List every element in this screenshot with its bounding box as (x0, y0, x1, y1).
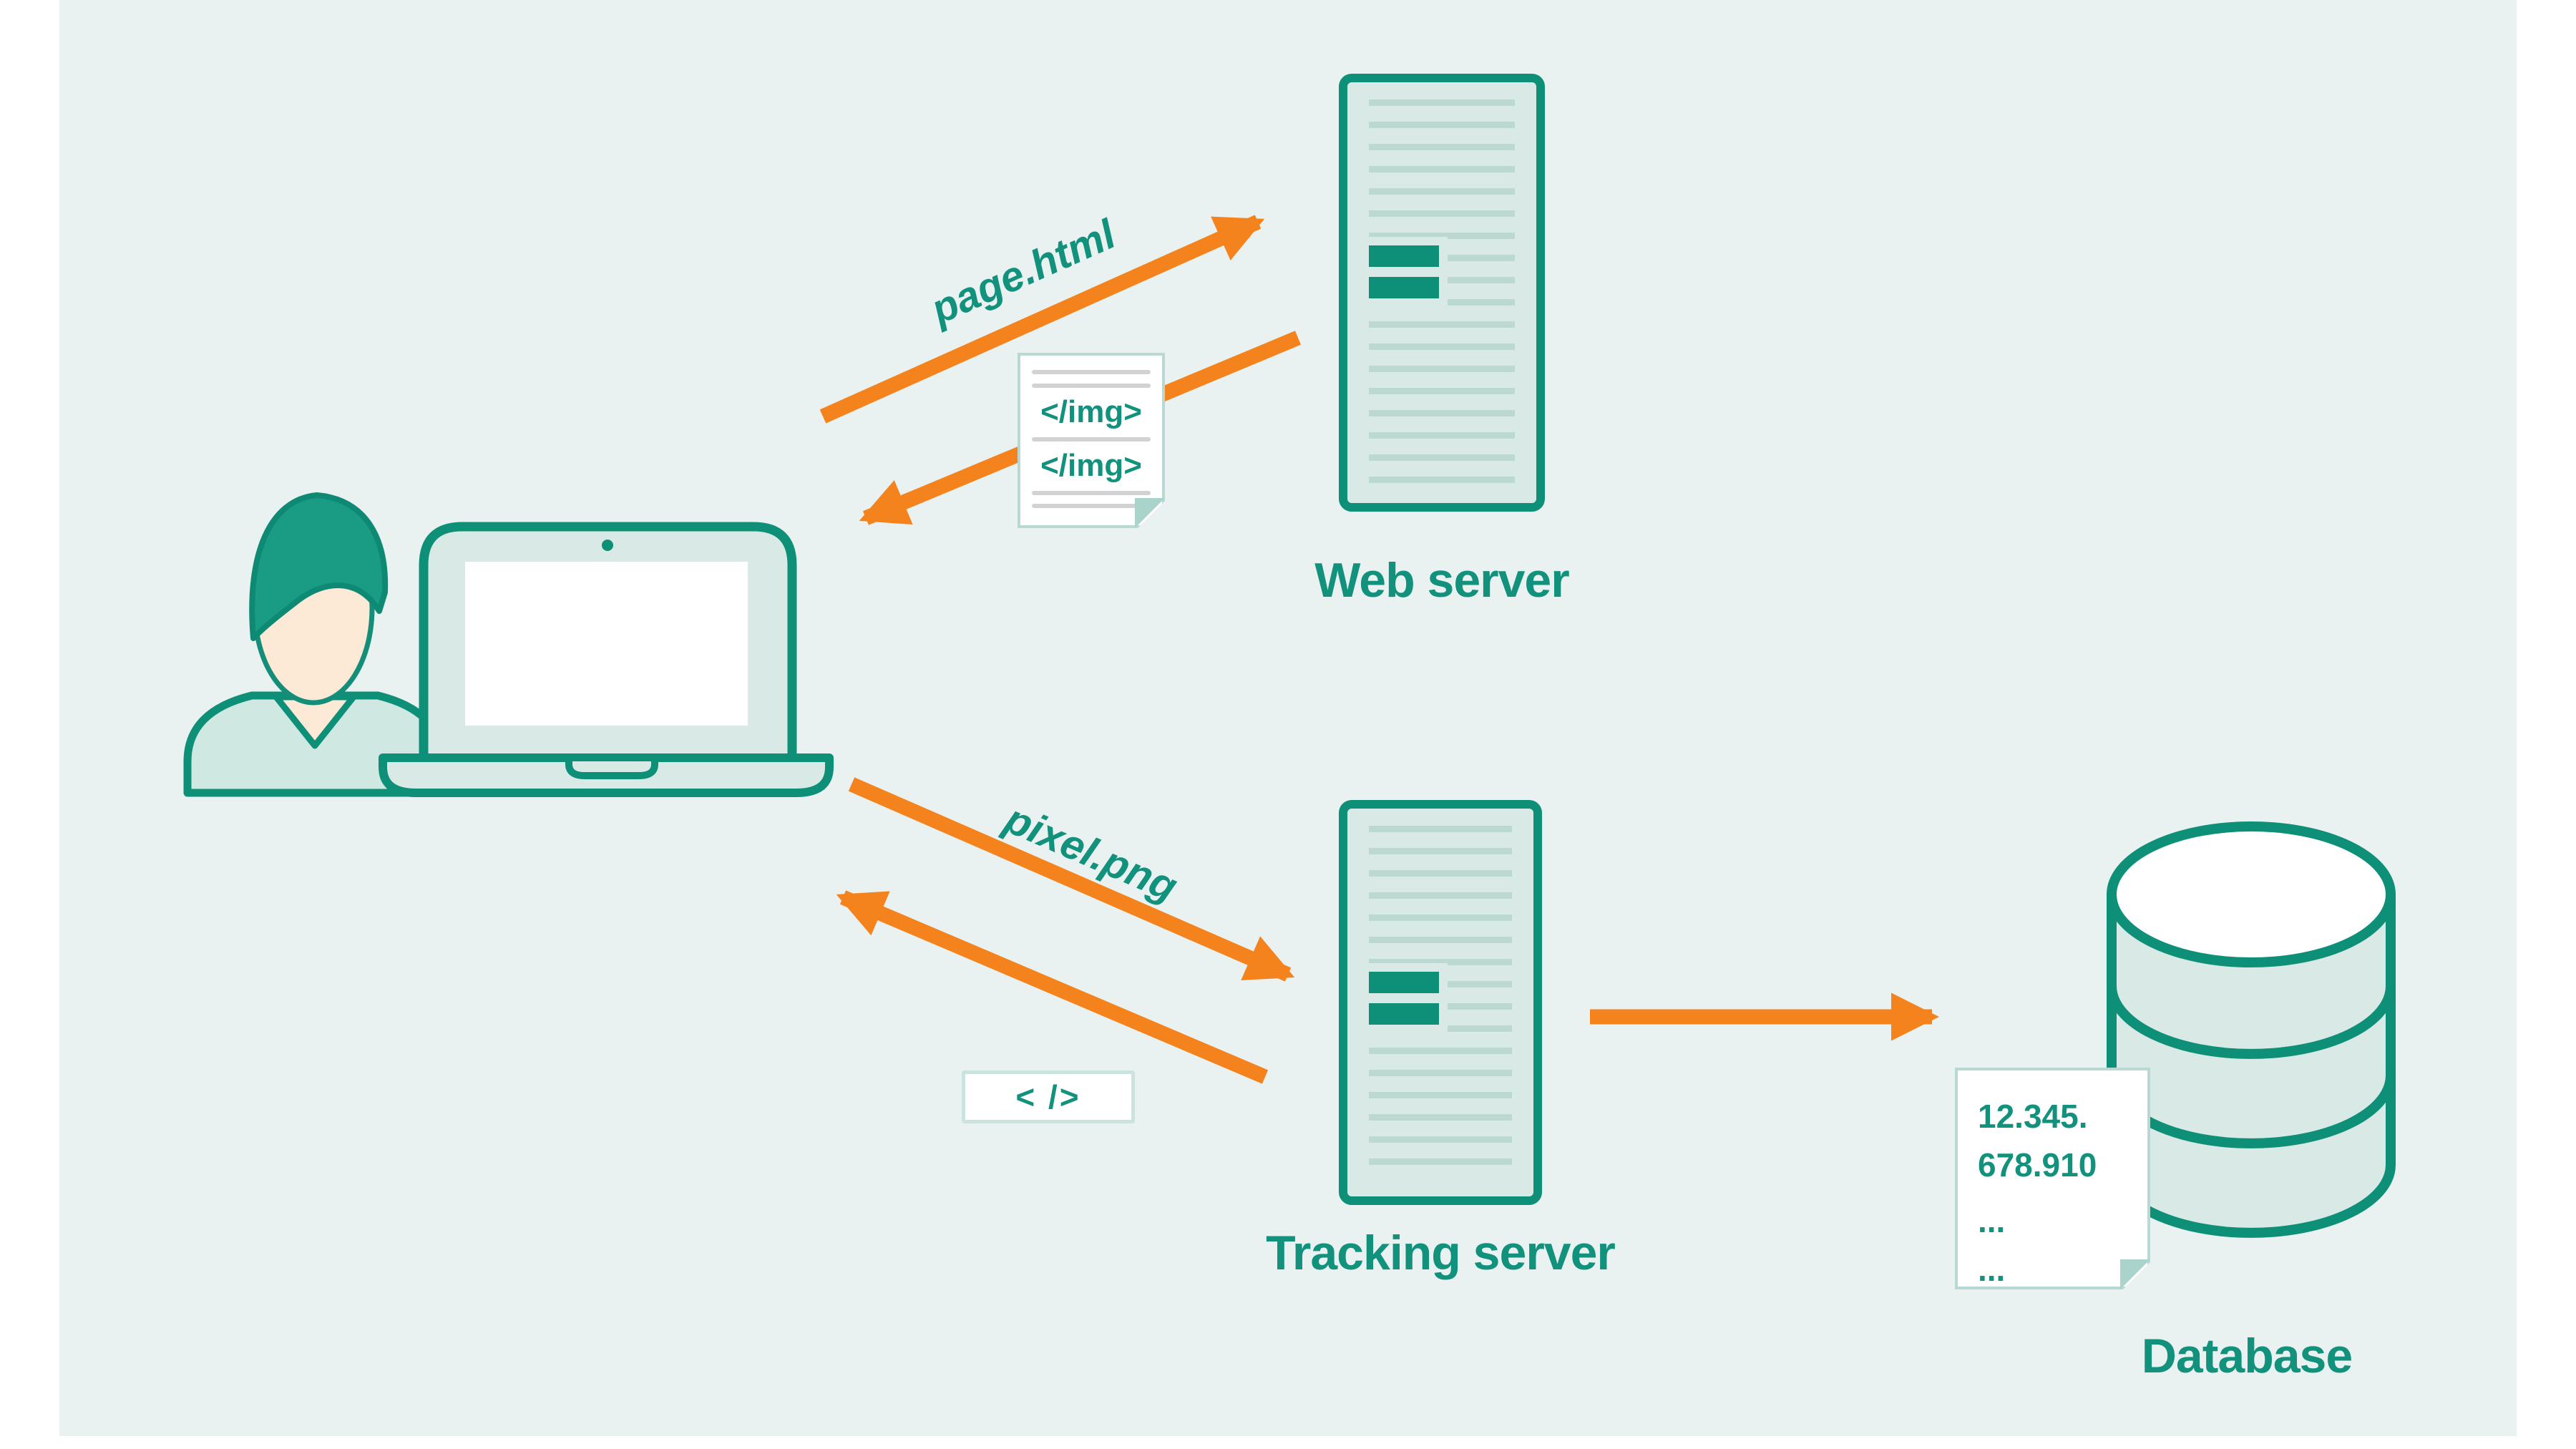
pixel-response-arrow (836, 890, 1269, 1084)
database-top (2107, 821, 2396, 967)
db-record-line: 12.345. (1978, 1098, 2088, 1135)
paper-rule (1032, 437, 1151, 441)
web-server-label: Web server (1314, 553, 1569, 608)
db-record-doc-icon: 12.345. 678.910 ... ... (1955, 1068, 2150, 1289)
web-server-led-bar (1369, 245, 1439, 267)
paper-rule (1032, 370, 1151, 374)
web-server-icon (1339, 74, 1545, 512)
pixel-request-arrow (848, 777, 1295, 982)
code-snippet-box: < /> (962, 1070, 1135, 1123)
tracking-server-label: Tracking server (1266, 1226, 1616, 1280)
laptop-base-notch (565, 754, 658, 779)
img-tag-line-1: </img> (1040, 394, 1142, 429)
db-record-line: ... (1978, 1202, 2006, 1240)
paper-rule (1032, 384, 1151, 388)
db-record-line: 678.910 (1978, 1146, 2097, 1184)
tracking-server-led-bar (1369, 1003, 1439, 1025)
tracking-server-led-bar (1369, 972, 1439, 993)
paper-rule (1032, 504, 1151, 508)
tracking-server-icon (1339, 800, 1542, 1205)
html-doc-icon: </img> </img> (1018, 353, 1165, 528)
tracking-server-lines (1369, 826, 1512, 1179)
img-tag-line-2: </img> (1040, 448, 1142, 483)
person-icon (183, 492, 447, 797)
paper-rule (1032, 491, 1151, 495)
laptop-icon (379, 522, 834, 797)
laptop-screen (465, 562, 748, 726)
web-server-led-bar (1369, 277, 1439, 298)
code-snippet-label: < /> (1015, 1078, 1081, 1116)
database-icon (2107, 821, 2396, 1238)
laptop-camera-icon (602, 540, 613, 551)
database-band-1 (2107, 985, 2396, 1059)
db-record-line: ... (1978, 1251, 2006, 1289)
page-request-arrow (819, 215, 1265, 424)
person-hair (249, 492, 389, 641)
database-label: Database (2141, 1329, 2353, 1383)
